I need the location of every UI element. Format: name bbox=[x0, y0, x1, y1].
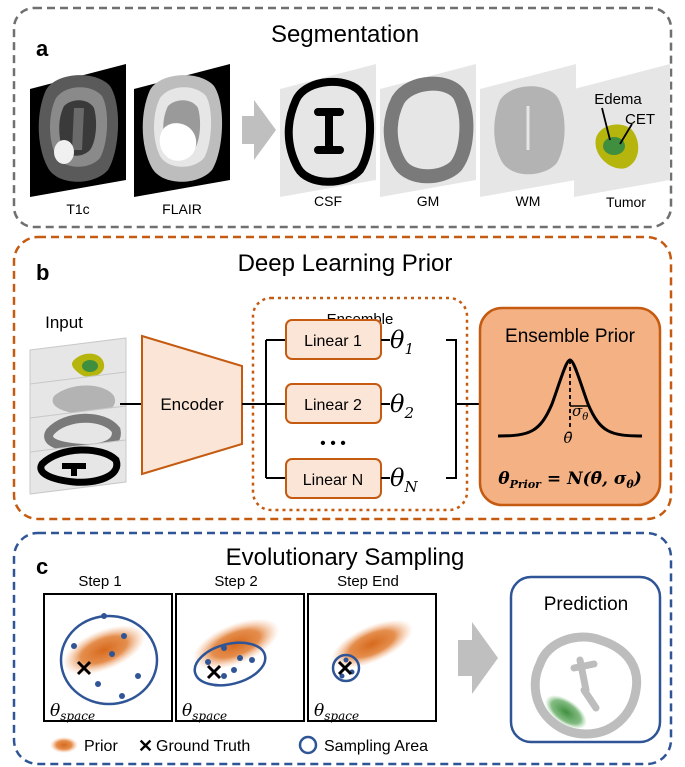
theta-n: θN bbox=[390, 464, 418, 496]
tumor-label: Tumor bbox=[606, 194, 646, 210]
linear-2-label: Linear 2 bbox=[304, 397, 362, 414]
t1c-label: T1c bbox=[66, 201, 89, 217]
legend-sampling-area-label: Sampling Area bbox=[324, 738, 428, 755]
step-2-space: θspace bbox=[182, 701, 227, 723]
legend-ground-truth-label: Ground Truth bbox=[156, 738, 250, 755]
panel-b-title: Deep Learning Prior bbox=[238, 250, 453, 277]
legend: Prior ✕ Ground Truth Sampling Area bbox=[50, 735, 428, 756]
csf-image bbox=[280, 64, 376, 197]
panel-c-letter: c bbox=[36, 554, 48, 579]
panel-c-title: Evolutionary Sampling bbox=[226, 544, 465, 571]
encoder-shape bbox=[141, 334, 243, 476]
gaussian-mean-label: θ̄ bbox=[563, 429, 572, 447]
sampling-arrow bbox=[458, 622, 498, 694]
legend-prior-label: Prior bbox=[84, 738, 118, 755]
gaussian-sigma-label: σθ bbox=[572, 402, 588, 423]
gm-label: GM bbox=[417, 193, 440, 209]
step-2-box bbox=[175, 593, 305, 722]
ensemble-prior-title: Ensemble Prior bbox=[505, 326, 636, 347]
step-2-label: Step 2 bbox=[214, 573, 257, 590]
input-stack bbox=[29, 337, 127, 495]
legend-prior-swatch bbox=[50, 737, 78, 753]
step-end-label: Step End bbox=[337, 573, 399, 590]
panel-b-letter: b bbox=[36, 260, 49, 285]
legend-sampling-area-swatch bbox=[298, 735, 318, 755]
prediction-brain bbox=[530, 632, 642, 739]
input-label: Input bbox=[45, 313, 83, 332]
tumor-image bbox=[574, 64, 670, 197]
step-end-box bbox=[307, 593, 437, 722]
step-end-space: θspace bbox=[314, 701, 359, 723]
ensemble-ellipsis: • • • bbox=[320, 435, 346, 452]
step-1-space: θspace bbox=[50, 701, 95, 723]
panel-c-border bbox=[12, 531, 673, 766]
edema-label: Edema bbox=[594, 91, 642, 108]
theta-merge-bracket bbox=[446, 339, 480, 479]
prediction-label: Prediction bbox=[544, 594, 629, 615]
linear-n-label: Linear N bbox=[303, 472, 363, 489]
theta-1: θ1 bbox=[390, 326, 414, 358]
panel-segmentation: a Segmentation T1c FLAIR CS bbox=[12, 6, 673, 229]
step-1-label: Step 1 bbox=[78, 573, 121, 590]
t1c-image bbox=[30, 64, 126, 197]
flair-image bbox=[134, 64, 230, 197]
ensemble-branch-lines bbox=[265, 339, 286, 479]
linear-1-label: Linear 1 bbox=[304, 333, 362, 350]
prior-formula: θPrior = N(θ̄, σθ) bbox=[498, 469, 642, 491]
segmentation-arrow bbox=[242, 100, 276, 160]
panel-evolutionary-sampling: c Evolutionary Sampling Step 1 θspace St… bbox=[12, 531, 673, 766]
panel-a-title: Segmentation bbox=[271, 21, 419, 48]
theta-2: θ2 bbox=[390, 390, 414, 422]
step-1-box bbox=[43, 593, 173, 722]
legend-ground-truth-marker: ✕ bbox=[138, 736, 153, 756]
panel-deep-learning-prior: b Deep Learning Prior Input Encoder Ense… bbox=[12, 235, 673, 521]
wm-image bbox=[480, 64, 576, 197]
panel-a-letter: a bbox=[36, 36, 49, 61]
linear-to-theta-lines bbox=[381, 339, 390, 479]
cet-label: CET bbox=[625, 111, 655, 128]
panel-b-border bbox=[12, 235, 673, 521]
flair-label: FLAIR bbox=[162, 201, 202, 217]
encoder-label: Encoder bbox=[160, 395, 224, 414]
csf-label: CSF bbox=[314, 193, 342, 209]
wm-label: WM bbox=[516, 193, 541, 209]
gm-image bbox=[380, 64, 476, 197]
